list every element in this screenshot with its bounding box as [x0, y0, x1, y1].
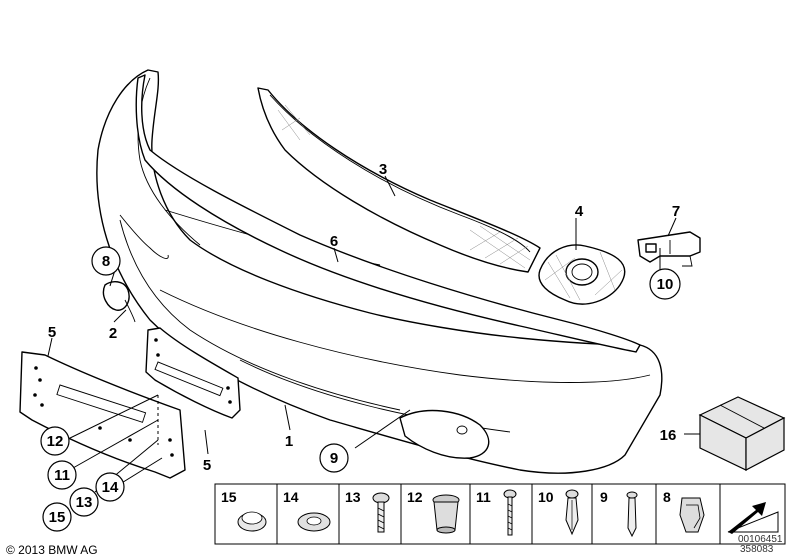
legend-number-15: 15: [221, 489, 237, 505]
copyright-text: © 2013 BMW AG: [6, 543, 98, 557]
svg-text:11: 11: [54, 467, 70, 484]
callout-1: 1: [285, 433, 293, 450]
fastener-legend: 15 14 13 12 11: [214, 483, 786, 545]
callout-11: 11: [47, 460, 77, 490]
callout-5-left: 5: [48, 324, 56, 341]
callout-15: 15: [42, 502, 72, 532]
callout-12: 12: [40, 426, 70, 456]
svg-text:10: 10: [657, 276, 674, 293]
callout-2: 2: [109, 325, 117, 342]
callouts: 3 4 6 7 2 1 5 5 16 8 9 10 12 11 13: [40, 161, 681, 532]
push-pin-icon: [626, 491, 638, 538]
callout-7: 7: [672, 203, 680, 220]
mount-bracket-part: [637, 231, 701, 267]
expanding-rivet-icon: [565, 489, 579, 536]
image-number-top: 00106451: [738, 534, 783, 545]
legend-number-12: 12: [407, 489, 423, 505]
legend-number-10: 10: [538, 489, 554, 505]
svg-text:14: 14: [102, 479, 119, 496]
legend-number-9: 9: [600, 489, 608, 505]
leader-lines: [47, 175, 700, 493]
upper-grille-part: [257, 87, 541, 273]
callout-14: 14: [95, 472, 125, 502]
callout-16: 16: [660, 427, 677, 444]
callout-10: 10: [649, 268, 681, 300]
svg-text:15: 15: [49, 509, 66, 526]
long-screw-icon: [503, 489, 517, 536]
legend-number-8: 8: [663, 489, 671, 505]
svg-text:9: 9: [330, 450, 338, 467]
callout-13: 13: [69, 487, 99, 517]
legend-number-11: 11: [476, 489, 491, 505]
legend-number-13: 13: [345, 489, 361, 505]
grommet-icon: [432, 494, 460, 534]
trim-strip-part: [135, 74, 641, 353]
callout-5-right: 5: [203, 457, 211, 474]
plate-base-right-part: [145, 327, 241, 419]
svg-text:12: 12: [47, 433, 64, 450]
rubber-cap-icon: [237, 511, 267, 532]
screw-icon: [372, 492, 390, 533]
callout-6: 6: [330, 233, 338, 250]
svg-text:8: 8: [102, 253, 110, 270]
parts-box-part: [698, 396, 786, 471]
spring-clip-icon: [679, 497, 705, 533]
legend-number-14: 14: [283, 489, 299, 505]
callout-9: 9: [319, 443, 349, 473]
wedge-arrow-icon: [727, 502, 779, 534]
callout-4: 4: [575, 203, 584, 220]
plate-base-left-part: [19, 351, 186, 479]
tow-hook-cover-part: [102, 281, 136, 323]
washer-icon: [297, 512, 331, 532]
fog-grille-part: [538, 244, 626, 305]
callout-8: 8: [91, 246, 121, 276]
svg-text:13: 13: [76, 494, 93, 511]
bumper-shell-part: [96, 69, 663, 474]
callout-3: 3: [379, 161, 387, 178]
image-number-bottom: 358083: [740, 544, 774, 555]
